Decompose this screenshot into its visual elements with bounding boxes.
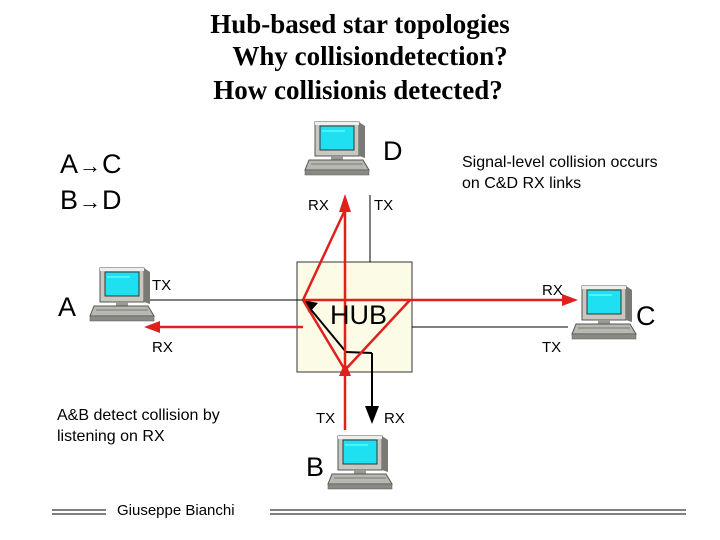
port-a-rx: RX: [152, 339, 173, 356]
port-c-rx: RX: [542, 282, 563, 299]
collision-signals: [158, 209, 565, 430]
arrowhead-hub-a-icon: [303, 300, 318, 313]
flow-b-to-d: B→D: [60, 182, 123, 220]
ab-detect-note: A&B detect collision by listening on RX: [57, 405, 287, 447]
flow-target: D: [102, 185, 123, 215]
flow-a-to-c: A→C: [60, 146, 123, 184]
computer-c-icon: [571, 285, 637, 340]
port-d-rx: RX: [308, 197, 329, 214]
arrowhead-d-rx-icon: [339, 194, 351, 212]
port-c-tx: TX: [542, 339, 562, 356]
computer-b-icon: [327, 435, 393, 490]
node-label-a: A: [58, 292, 77, 322]
arrow-right-icon: →: [79, 189, 103, 214]
port-a-tx: TX: [152, 277, 172, 294]
port-d-tx: TX: [374, 197, 394, 214]
hub-label: HUB: [330, 300, 388, 330]
flow-source: A: [60, 149, 80, 179]
footer-author: Giuseppe Bianchi: [117, 502, 235, 519]
arrowhead-a-rx-icon: [144, 321, 160, 333]
note-line: on C&D RX links: [462, 175, 582, 192]
flow-target: C: [102, 149, 123, 179]
node-label-b: B: [306, 452, 325, 482]
port-b-tx: TX: [316, 410, 336, 427]
note-line: listening on RX: [57, 428, 165, 445]
note-line: A&B detect collision by: [57, 407, 220, 424]
node-label-c: C: [636, 301, 656, 331]
title-line-3: How collisionis detected?: [213, 75, 503, 105]
computer-d-icon: [304, 121, 370, 176]
arrowhead-b-tx-icon: [339, 362, 351, 376]
port-b-rx: RX: [384, 410, 405, 427]
signal-collision-note: Signal-level collision occurs on C&D RX …: [462, 152, 718, 194]
arrow-right-icon: →: [79, 153, 103, 178]
arrowhead-c-rx-icon: [562, 294, 578, 306]
hub-line-b-bx: [345, 351, 373, 354]
flow-source: B: [60, 185, 80, 215]
node-label-d: D: [383, 136, 403, 166]
title-line-2: Why collisiondetection?: [232, 41, 508, 71]
computer-a-icon: [89, 267, 155, 322]
arrowhead-b-rx-icon: [365, 406, 379, 424]
note-line: Signal-level collision occurs: [462, 154, 658, 171]
title-line-1: Hub-based star topologies: [210, 9, 510, 39]
